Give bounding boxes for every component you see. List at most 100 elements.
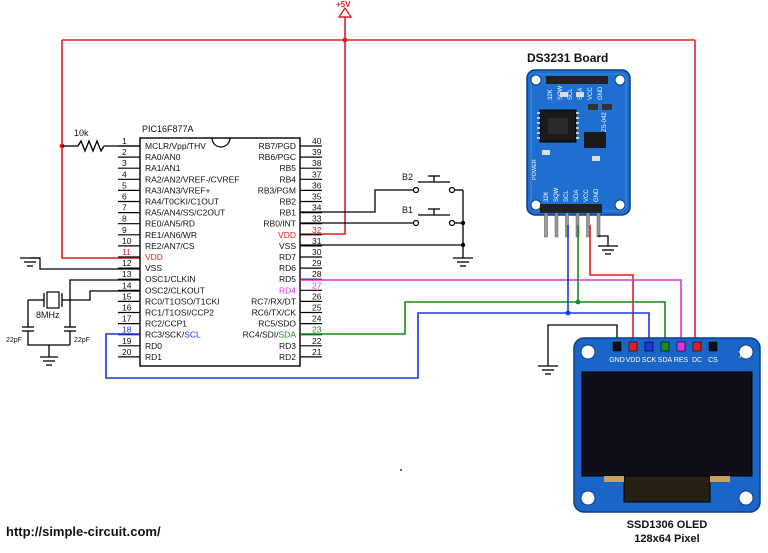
mcu-pin-name: RC5/SDO — [258, 319, 296, 329]
mcu-pin-number: 27 — [312, 280, 322, 290]
rtc-board-text: ZS-042 — [602, 112, 608, 132]
mcu-pin-number: 1 — [122, 136, 127, 146]
mcu-pin-number: 5 — [122, 180, 127, 190]
mcu-pin-number: 36 — [312, 180, 322, 190]
scl-wire — [105, 312, 650, 379]
rtc-title: DS3231 Board — [527, 51, 608, 65]
oled-pin-label: CS — [708, 357, 718, 364]
oled-pin-label: DC — [692, 357, 702, 364]
mcu-pin-name: RE2/AN7/CS — [145, 241, 195, 251]
mcu-pin-name: VDD — [145, 252, 163, 262]
mcu-pin-name: RA0/AN0 — [145, 152, 181, 162]
crystal-8mhz: 8MHz 22pF 22pF — [6, 279, 140, 366]
vcc-wire-rtc — [589, 225, 634, 345]
rtc-header-pin — [554, 212, 559, 238]
mcu-pin-name: RD3 — [279, 341, 296, 351]
mcu-pin-name: RA2/AN2/VREF-/CVREF — [145, 174, 239, 184]
mcu-pin-name: RA4/T0CKI/C1OUT — [145, 197, 219, 207]
rtc-power-text: POWER — [532, 159, 538, 180]
button-b1[interactable]: B1 — [300, 205, 463, 227]
oled-pin-label: GND — [609, 357, 625, 364]
resistor-label: 10k — [74, 128, 89, 138]
oled-pin-pad — [628, 341, 638, 352]
mcu-pin-number: 26 — [312, 291, 322, 301]
mcu-pin-number: 11 — [122, 247, 131, 257]
oled-subtitle: 128x64 Pixel — [634, 533, 699, 545]
oled-pin-pad — [660, 341, 670, 352]
mcu-pin-number: 35 — [312, 192, 322, 202]
mcu-pin-number: 31 — [312, 236, 322, 246]
rtc-bottom-pin-label: SCL — [564, 190, 570, 202]
mcu-pin-number: 2 — [122, 147, 127, 157]
mcu-pin-number: 40 — [312, 136, 322, 146]
mcu-pin-number: 21 — [312, 347, 322, 357]
mcu-pin-number: 30 — [312, 247, 322, 257]
mcu-pin-name: RB0/INT — [263, 219, 296, 229]
mcu-pin-number: 39 — [312, 147, 322, 157]
mcu-pin-name: RC7/RX/DT — [251, 296, 296, 306]
rtc-top-pin-label: GND — [598, 86, 604, 100]
mcu-pin-name: RA1/AN1 — [145, 163, 181, 173]
mcu-pin-name: OSC2/CLKOUT — [145, 285, 205, 295]
mcu-pin-number: 23 — [312, 325, 322, 335]
mcu-pin-name: RC6/TX/CK — [252, 308, 297, 318]
mcu-pin-number: 3 — [122, 158, 127, 168]
rtc-bottom-pin-label: 32K — [544, 191, 550, 202]
oled-pin-pad — [692, 341, 702, 352]
mcu-pin-number: 7 — [122, 203, 127, 213]
mcu-pin-number: 16 — [122, 303, 132, 313]
mcu-pin-name: VSS — [279, 241, 296, 251]
rtc-top-pin-label: 32K — [548, 89, 554, 100]
mcu-pin-name: RD7 — [279, 252, 296, 262]
mcu-pin-name: VDD — [278, 230, 296, 240]
mcu-pin-name: RA3/AN3/VREF+ — [145, 185, 210, 195]
mcu-pin-name: RC2/CCP1 — [145, 319, 187, 329]
mcu-pin-name: RB7/PGD — [259, 141, 296, 151]
mcu-pin-number: 17 — [122, 314, 132, 324]
mcu-pin-name: RD5 — [279, 274, 296, 284]
mcu-pin-number: 20 — [122, 347, 132, 357]
mcu-pin-number: 24 — [312, 314, 322, 324]
oled-pin-label: VDD — [626, 357, 641, 364]
rtc-bottom-pin-label: VCC — [584, 189, 590, 202]
mcu-pin-name: RD4 — [279, 285, 296, 295]
mcu-pin-number: 38 — [312, 158, 322, 168]
oled-title: SSD1306 OLED — [627, 519, 708, 531]
mcu-pin-name: RD2 — [279, 352, 296, 362]
button-b2[interactable]: B2 — [300, 172, 463, 213]
mcu-pin-number: 34 — [312, 203, 322, 213]
mcu-pin-number: 32 — [312, 225, 322, 235]
mcu-pin-number: 33 — [312, 214, 322, 224]
mcu-pin-name: RB3/PGM — [258, 185, 296, 195]
oled-pin-label: RES — [674, 357, 689, 364]
vcc-label: +5V — [336, 0, 351, 9]
mcu-pin-name: RD0 — [145, 341, 162, 351]
oled-pin-label: SDA — [658, 357, 673, 364]
rtc-header-pin — [586, 212, 590, 238]
rtc-top-pin-label: SCL — [568, 88, 574, 100]
mcu-pin-name: RB6/PGC — [259, 152, 296, 162]
mcu-pin-number: 6 — [122, 192, 127, 202]
ground-rtc — [598, 235, 618, 255]
cap-right-label: 22pF — [74, 337, 90, 344]
mcu-pin-number: 8 — [122, 214, 127, 224]
button-b1-label: B1 — [402, 205, 413, 215]
mcu-pin-name: RB4 — [279, 174, 296, 184]
footer-url[interactable]: http://simple-circuit.com/ — [6, 524, 161, 539]
mcu-pin-number: 14 — [122, 280, 132, 290]
mcu-pin-number: 25 — [312, 303, 322, 313]
mcu-pin-name: RA5/AN4/SS/C2OUT — [145, 208, 225, 218]
oled-pin-pad — [708, 341, 718, 352]
oled-pin-pad — [676, 341, 686, 352]
mcu-pin-number: 18 — [122, 325, 132, 335]
mcu-pin-name: RD1 — [145, 352, 162, 362]
cap-left-label: 22pF — [6, 337, 22, 344]
rtc-header-pin — [596, 212, 601, 238]
mcu-pin-name: OSC1/CLKIN — [145, 274, 196, 284]
mcu-pin-number: 15 — [122, 291, 132, 301]
mcu-pin-number: 9 — [122, 225, 127, 235]
mcu-pin-number: 4 — [122, 169, 127, 179]
rd4-wire — [300, 279, 682, 345]
